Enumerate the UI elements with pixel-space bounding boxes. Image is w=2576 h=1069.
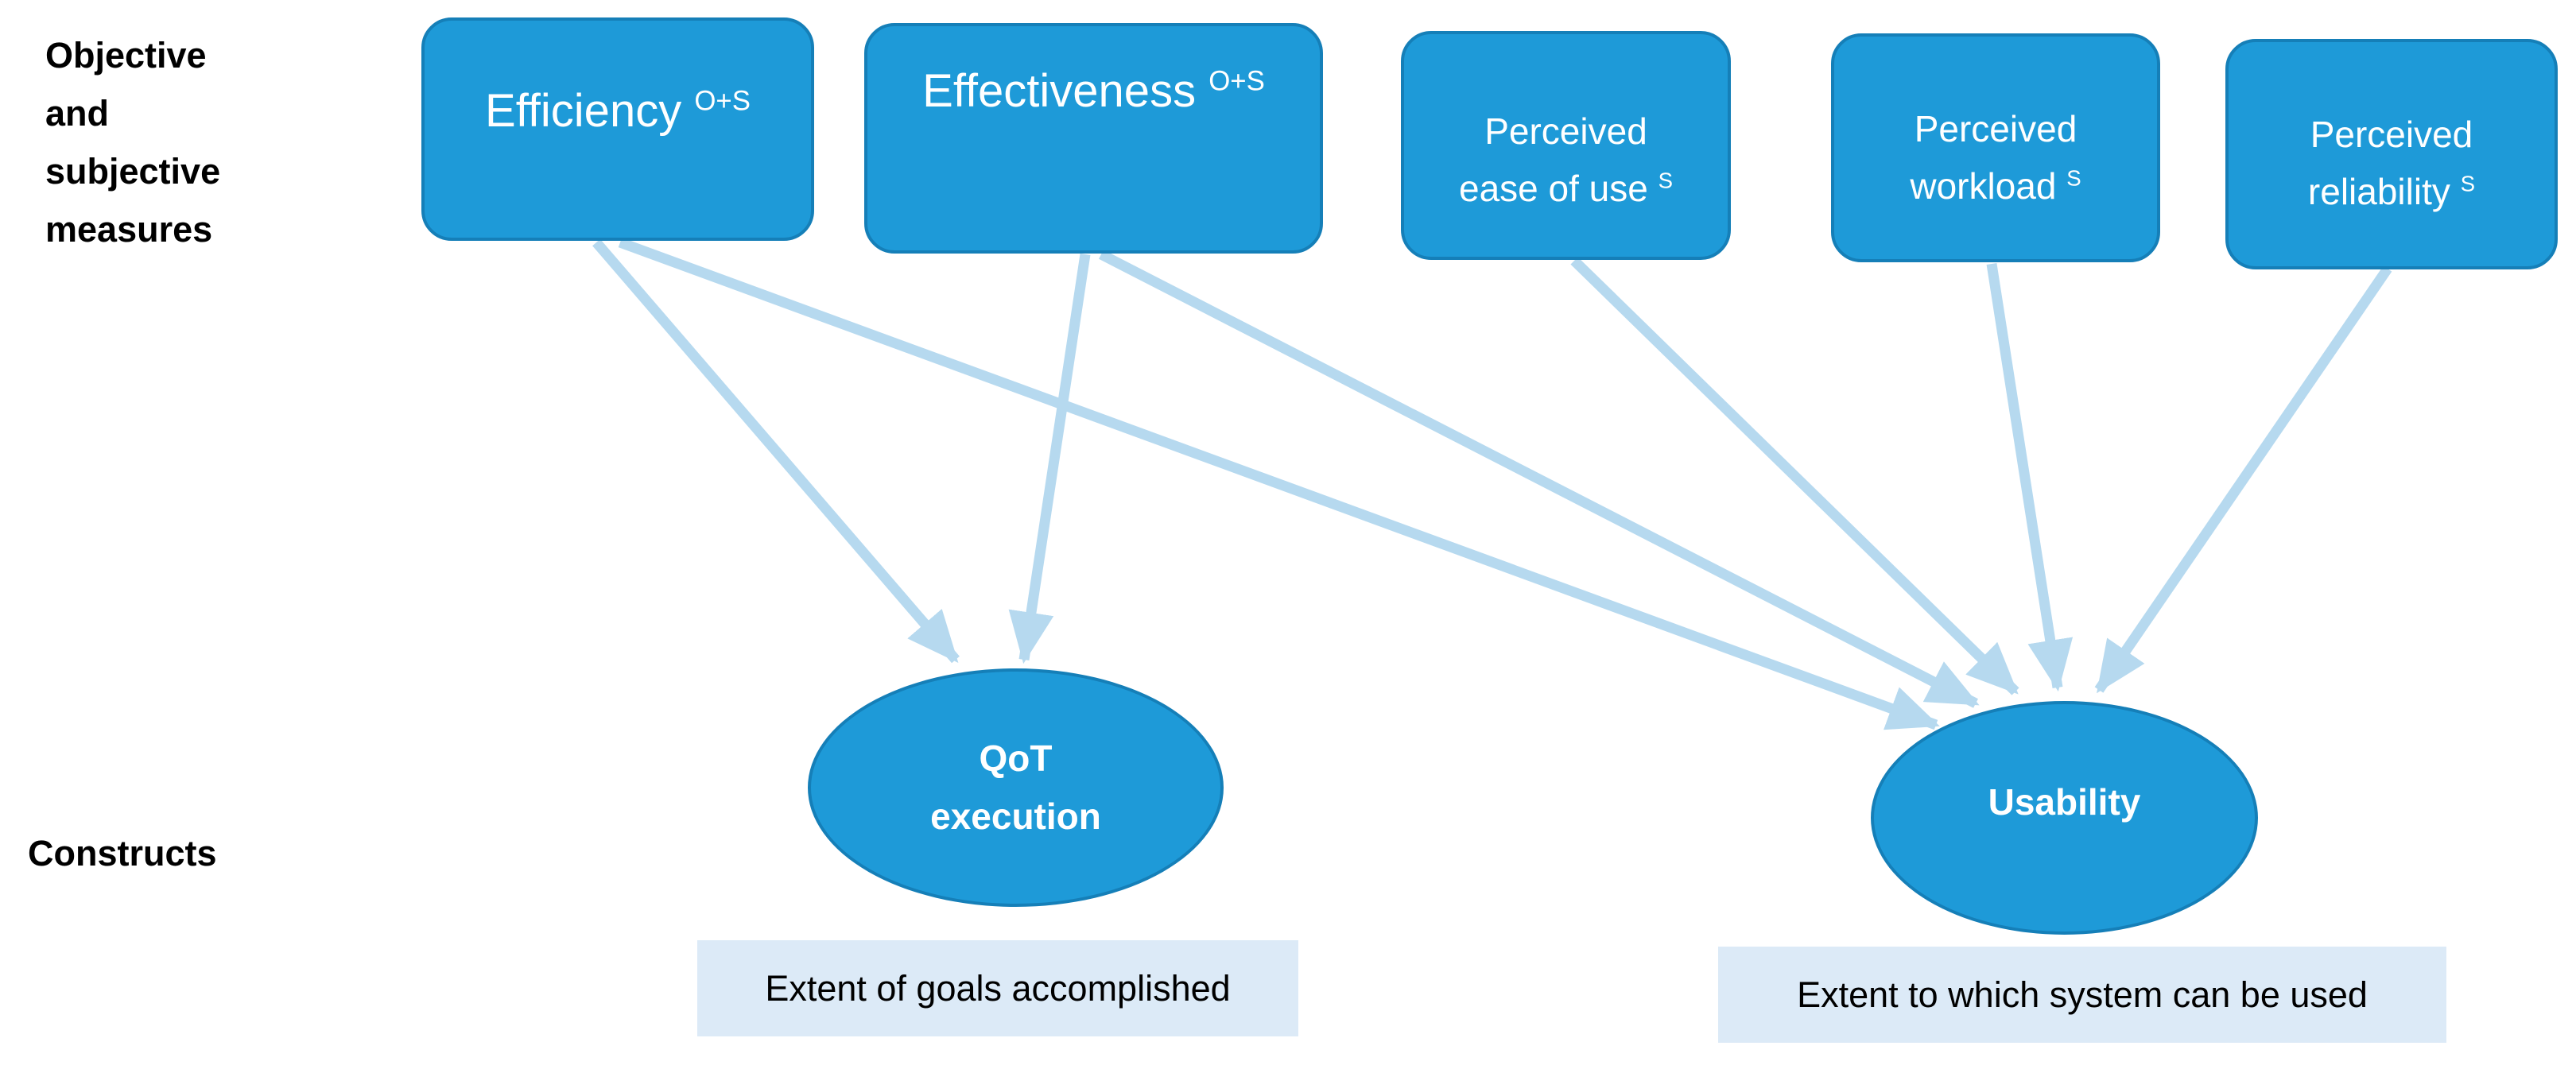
workload-superscript: S	[2066, 165, 2081, 191]
ease-line1: Perceived	[1484, 110, 1647, 152]
effectiveness-box: Effectiveness O+S	[864, 23, 1323, 254]
reliability-superscript: S	[2460, 171, 2476, 196]
qot-execution-ellipse: QoT execution	[808, 668, 1224, 907]
usability-ellipse: Usability	[1871, 701, 2258, 935]
arrow-ease-to-usability	[1570, 257, 2019, 695]
arrow-effectiveness-to-qot	[1008, 254, 1091, 664]
efficiency-superscript: O+S	[694, 85, 751, 117]
arrow-workload-to-usability	[1986, 262, 2074, 692]
qot-line1: QoT	[979, 738, 1053, 779]
efficiency-box: Efficiency O+S	[421, 17, 814, 241]
ease-line2: ease of use	[1458, 168, 1648, 209]
arrow-efficiency-to-usability	[618, 237, 1940, 730]
effectiveness-label: Effectiveness	[922, 65, 1197, 117]
qot-definition: Extent of goals accomplished	[697, 940, 1298, 1036]
effectiveness-superscript: O+S	[1208, 65, 1265, 97]
efficiency-label: Efficiency	[485, 85, 682, 137]
usability-definition: Extent to which system can be used	[1718, 947, 2446, 1043]
qot-line2: execution	[930, 796, 1101, 837]
reliability-box: Perceived reliability S	[2225, 39, 2558, 269]
measures-heading: Objective and subjective measures	[45, 35, 221, 250]
ease-superscript: S	[1658, 168, 1674, 193]
workload-line1: Perceived	[1914, 108, 2077, 149]
arrow-reliability-to-usability	[2094, 265, 2392, 694]
constructs-heading: Constructs	[28, 833, 217, 873]
arrow-effectiveness-to-usability	[1099, 250, 1980, 708]
reliability-line1: Perceived	[2310, 114, 2473, 155]
workload-box: Perceived workload S	[1831, 33, 2160, 262]
reliability-line2: reliability	[2307, 171, 2450, 212]
usability-label: Usability	[1988, 780, 2141, 823]
arrow-efficiency-to-qot	[592, 238, 960, 664]
ease-of-use-box: Perceived ease of use S	[1401, 31, 1731, 260]
workload-line2: workload	[1910, 165, 2057, 207]
